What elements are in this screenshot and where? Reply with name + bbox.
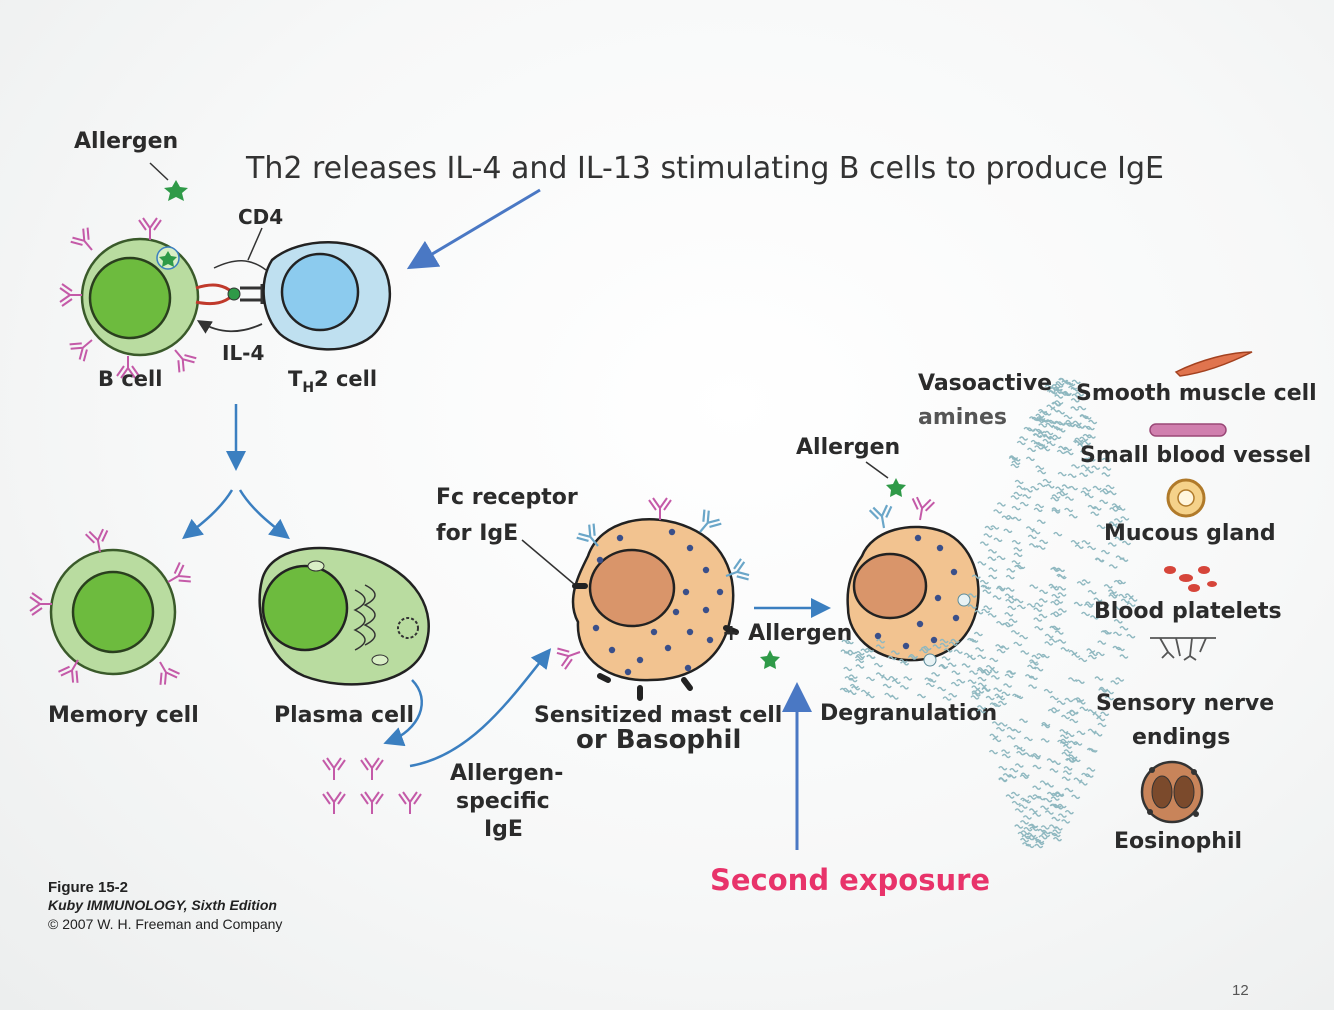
title-arrow <box>412 190 540 266</box>
target-sensory-line2: endings <box>1132 725 1230 750</box>
platelets-icon <box>1164 566 1217 592</box>
target-mucous-gland: Mucous gland <box>1104 521 1276 546</box>
target-blood-vessel: Small blood vessel <box>1080 443 1311 468</box>
credit-copyright: © 2007 W. H. Freeman and Company <box>48 916 282 932</box>
fc-receptor-line1: Fc receptor <box>436 485 578 510</box>
sensitized-mast-cell <box>556 498 751 698</box>
b-cell <box>60 218 198 378</box>
mhc-tcr-synapse <box>196 284 262 304</box>
th2-cell-label: TH2 cell <box>288 367 377 396</box>
il4-label: IL-4 <box>222 341 264 365</box>
smooth-muscle-icon <box>1176 352 1252 376</box>
nerve-endings-icon <box>1150 638 1216 660</box>
mucous-gland-icon <box>1168 480 1204 516</box>
memory-cell-label: Memory cell <box>48 703 199 728</box>
differentiation-arrows <box>186 404 286 536</box>
vasoactive-label-line2: amines <box>918 405 1007 430</box>
fc-receptor-line2: for IgE <box>436 521 518 546</box>
vasoactive-label-line1: Vasoactive <box>918 371 1052 396</box>
memory-cell <box>30 528 193 686</box>
plasma-cell-label: Plasma cell <box>274 703 414 728</box>
target-sensory-line1: Sensory nerve <box>1096 691 1274 716</box>
ige-label-line2: specific <box>456 789 550 814</box>
allergen-star-top <box>164 180 188 201</box>
allergen-star-right <box>886 478 906 497</box>
sensitized-label-line2: or Basophil <box>576 725 741 755</box>
second-exposure-label: Second exposure <box>710 863 990 897</box>
plus-allergen-label: + Allergen <box>722 621 852 646</box>
plasma-cell <box>260 548 429 684</box>
target-platelets: Blood platelets <box>1094 599 1282 624</box>
credit-book: Kuby IMMUNOLOGY, Sixth Edition <box>48 897 277 913</box>
degranulation-label: Degranulation <box>820 701 997 726</box>
target-smooth-muscle: Smooth muscle cell <box>1076 381 1317 406</box>
ige-label-line1: Allergen- <box>450 761 563 786</box>
th2-cell <box>264 242 390 349</box>
eosinophil-icon <box>1142 762 1202 822</box>
free-ige-antibodies <box>323 758 421 814</box>
allergen-label-right: Allergen <box>796 435 900 460</box>
blood-vessel-icon <box>1150 424 1226 436</box>
target-eosinophil: Eosinophil <box>1114 829 1242 854</box>
page-number: 12 <box>1232 982 1249 999</box>
b-cell-label: B cell <box>98 367 162 391</box>
slide-title: Th2 releases IL-4 and IL-13 stimulating … <box>245 151 1164 186</box>
cd4-label: CD4 <box>238 205 283 229</box>
ige-label-line3: IgE <box>484 817 523 842</box>
allergen-label-top: Allergen <box>74 129 178 154</box>
allergen-star-mid <box>760 650 780 669</box>
credit-figure: Figure 15-2 <box>48 879 128 896</box>
degranulating-mast-cell <box>848 496 979 666</box>
